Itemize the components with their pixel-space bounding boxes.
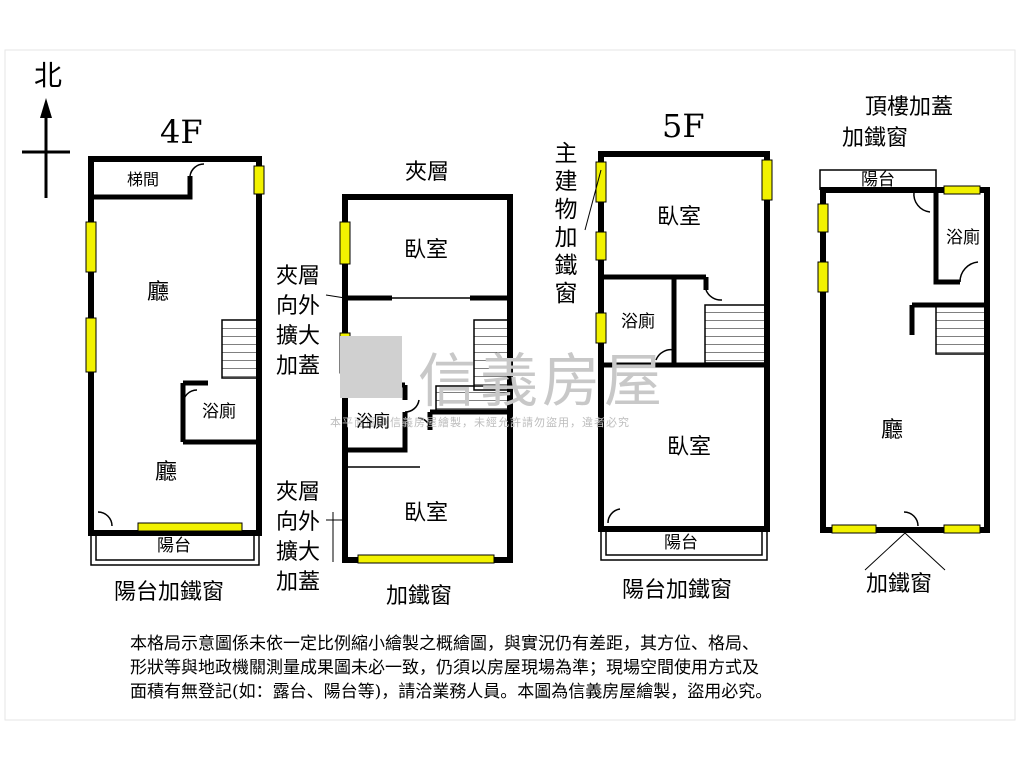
note-char: 窗 [554,281,578,307]
note-char: 物 [554,197,578,223]
rooftop-window-note: 加鐵窗 [866,572,933,597]
plan-4f [85,156,265,566]
note-line: 夾層 [276,480,321,505]
watermark-logo-icon [340,336,402,398]
note-line: 夾層 [276,264,321,289]
north-arrow-icon [22,98,70,198]
note-line: 擴大 [276,540,321,565]
plan-5f [584,151,773,561]
rooftop-living: 廳 [881,418,904,443]
disclaimer-line: 面積有無登記(如：露台、陽台等)，請洽業務人員。本圖為信義房屋繪製，盜用必究。 [130,682,773,702]
rooftop-title-line1: 頂樓加蓋 [865,95,954,120]
floor4-stair-room: 梯間 [127,170,160,189]
page-frame [4,49,1016,721]
note-line: 加蓋 [276,354,321,379]
note-line: 向外 [276,510,321,535]
note-line: 加蓋 [276,570,321,595]
disclaimer: 本格局示意圖係未依一定比例縮小繪製之概繪圖，與實況仍有差距，其方位、格局、 形狀… [130,632,930,704]
plan-mezzanine [325,194,513,564]
floor5-bath: 浴廁 [621,312,655,332]
mezzanine-extension-note-1: 夾層 向外 擴大 加蓋 [276,262,320,382]
plan-rooftop [817,169,990,571]
note-char: 鐵 [554,253,578,279]
floor4-balcony: 陽台 [157,536,191,556]
floor4-window-note: 陽台加鐵窗 [114,580,225,605]
floor4-bath: 浴廁 [202,402,236,422]
mezzanine-bedroom-top: 臥室 [404,238,449,263]
floor5-bedroom-top: 臥室 [657,205,702,230]
watermark-title: 信義房屋 [418,347,667,415]
floor5-balcony: 陽台 [664,533,698,553]
floor5-window-note: 陽台加鐵窗 [622,578,733,603]
floor4-living-bottom: 廳 [155,460,178,485]
disclaimer-line: 本格局示意圖係未依一定比例縮小繪製之概繪圖，與實況仍有差距，其方位、格局、 [130,634,759,654]
note-char: 加 [554,225,578,251]
north-label: 北 [34,59,63,92]
rooftop-balcony: 陽台 [861,170,895,190]
mezzanine-bath: 浴廁 [356,412,390,432]
mezzanine-extension-note-2: 夾層 向外 擴大 加蓋 [276,478,320,598]
disclaimer-line: 形狀等與地政機關測量成果圖未必一致，仍須以房屋現場為準；現場空間使用方式及 [130,658,759,678]
mezzanine-window-note: 加鐵窗 [386,584,453,609]
note-line: 擴大 [276,324,321,349]
rooftop-bath: 浴廁 [946,228,980,248]
watermark-subtitle: 本平面圖為信義房屋繪製，未經允許請勿盜用，違者必究 [330,416,630,429]
note-char: 主 [554,141,578,167]
mezzanine-bedroom-bottom: 臥室 [404,501,449,526]
mezzanine-title: 夾層 [405,160,450,185]
note-line: 向外 [276,294,321,319]
floor5-title: 5F [662,107,705,145]
floor4-title: 4F [160,113,203,151]
floor5-main-building-note: 主 建 物 加 鐵 窗 [553,140,579,308]
note-char: 建 [554,169,578,195]
rooftop-title-line2: 加鐵窗 [842,126,909,151]
floor5-bedroom-bottom: 臥室 [667,435,712,460]
floor4-living-top: 廳 [147,280,170,305]
